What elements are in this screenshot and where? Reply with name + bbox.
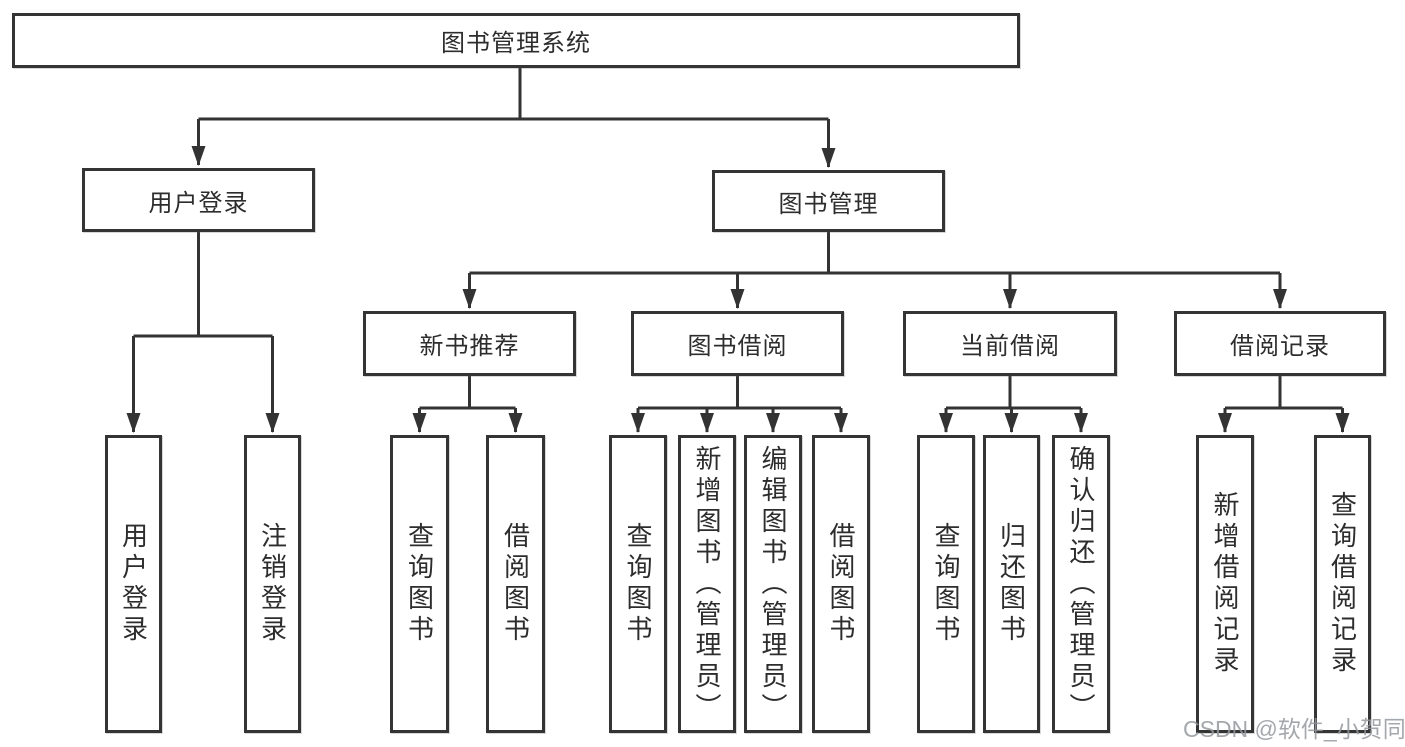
leaf-query-borrow-record: 查询借阅记录: [1314, 435, 1371, 733]
node-book-borrow-label: 图书借阅: [687, 333, 788, 360]
edge-group-book-borrow: [631, 376, 848, 433]
edge-group-user-login: [126, 232, 280, 433]
leaf-borrow-books-label: 借阅图书: [826, 522, 856, 646]
leaf-query-books-recommend: 查询图书: [390, 435, 449, 733]
leaf-return-books-label: 归还图书: [996, 522, 1027, 646]
leaf-borrow-books: 借阅图书: [812, 435, 870, 733]
leaf-edit-book-admin: 编辑图书（管理员）: [744, 435, 802, 733]
leaf-query-books-recommend-label: 查询图书: [404, 522, 435, 646]
leaf-edit-book-admin-label: 编辑图书（管理员）: [758, 444, 788, 724]
leaf-logout: 注销登录: [244, 435, 301, 733]
node-library-system-label: 图书管理系统: [441, 30, 591, 57]
leaf-query-books-borrow-label: 查询图书: [623, 522, 653, 646]
node-current-borrow: 当前借阅: [903, 311, 1117, 376]
node-user-login: 用户登录: [82, 168, 315, 232]
node-borrow-records-label: 借阅记录: [1230, 333, 1330, 360]
leaf-user-login: 用户登录: [105, 435, 162, 733]
node-book-borrow: 图书借阅: [631, 311, 844, 376]
leaf-query-books-borrow: 查询图书: [609, 435, 667, 733]
node-new-book-recommend: 新书推荐: [363, 311, 576, 376]
node-user-login-label: 用户登录: [148, 189, 249, 217]
edge-group-book-management: [462, 232, 1287, 309]
node-book-management-label: 图书管理: [778, 190, 879, 218]
leaf-user-login-label: 用户登录: [118, 522, 149, 646]
leaf-query-books-current-label: 查询图书: [931, 522, 961, 646]
edge-group-new-book-recommend: [412, 376, 523, 433]
node-current-borrow-label: 当前借阅: [960, 333, 1060, 360]
leaf-confirm-return-admin: 确认归还（管理员）: [1052, 435, 1110, 733]
leaf-return-books: 归还图书: [983, 435, 1040, 733]
leaf-query-books-current: 查询图书: [917, 435, 975, 733]
leaf-add-book-admin: 新增图书（管理员）: [678, 435, 736, 733]
node-new-book-recommend-label: 新书推荐: [419, 333, 520, 360]
leaf-borrow-books-recommend: 借阅图书: [486, 435, 545, 733]
node-borrow-records: 借阅记录: [1174, 311, 1386, 376]
leaf-add-book-admin-label: 新增图书（管理员）: [692, 444, 722, 724]
edge-group-borrow-records: [1218, 376, 1350, 433]
leaf-query-borrow-record-label: 查询借阅记录: [1327, 491, 1358, 677]
leaf-logout-label: 注销登录: [257, 522, 288, 646]
node-library-system: 图书管理系统: [12, 13, 1020, 68]
edge-group-current-borrow: [939, 376, 1088, 433]
edge-group-root: [191, 67, 836, 168]
watermark: CSDN @软件_小贺同学: [1183, 716, 1405, 742]
node-book-management: 图书管理: [712, 170, 945, 232]
leaf-add-borrow-record: 新增借阅记录: [1196, 435, 1254, 733]
leaf-add-borrow-record-label: 新增借阅记录: [1210, 491, 1240, 677]
leaf-borrow-books-recommend-label: 借阅图书: [500, 522, 531, 646]
leaf-confirm-return-admin-label: 确认归还（管理员）: [1066, 444, 1096, 724]
